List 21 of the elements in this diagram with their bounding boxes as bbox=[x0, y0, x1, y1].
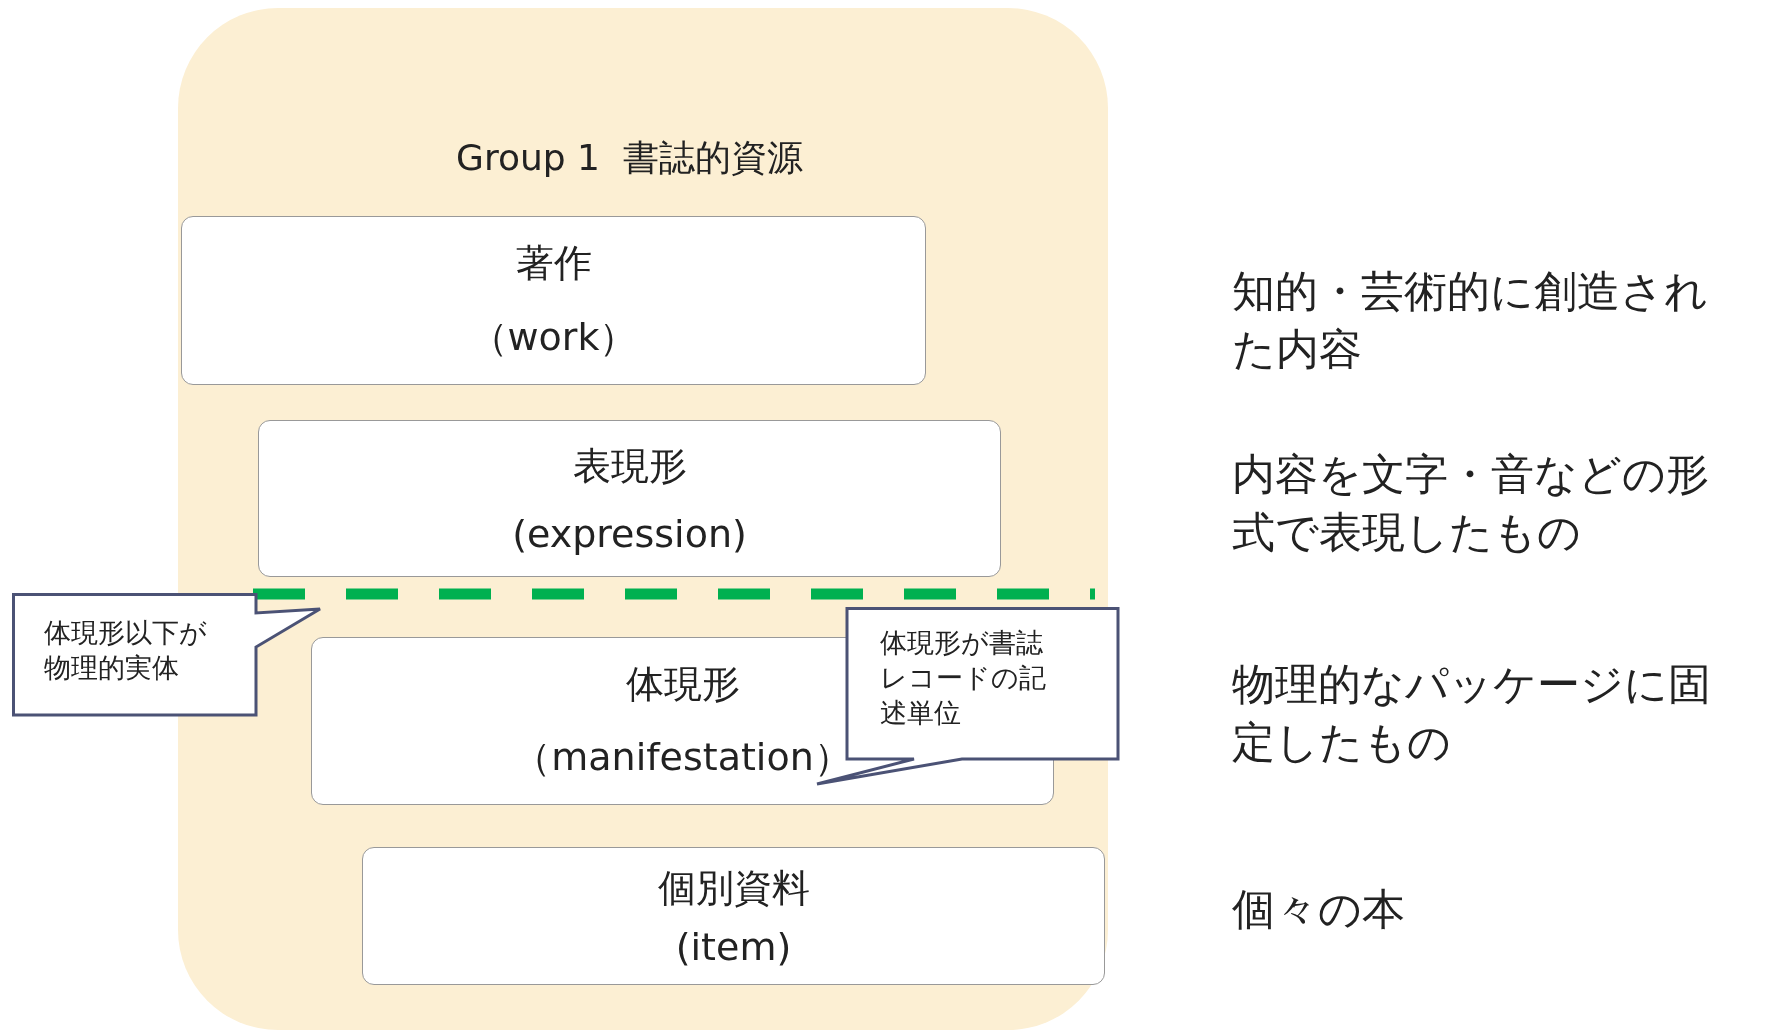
group-title: Group 1 書誌的資源 bbox=[456, 136, 803, 180]
callout-text: 体現形以下が物理的実体 bbox=[44, 616, 208, 685]
entity-name: 著作 bbox=[515, 240, 592, 288]
group-panel bbox=[178, 8, 1108, 1030]
callout-text: 体現形が書誌レコードの記述単位 bbox=[880, 626, 1047, 730]
entity-label: （manifestation） bbox=[513, 734, 852, 781]
entity-box bbox=[362, 847, 1105, 985]
description-text: 知的・芸術的に創造された内容 bbox=[1232, 265, 1709, 376]
entity-name: 表現形 bbox=[572, 443, 687, 490]
entity-label: (expression) bbox=[512, 512, 747, 556]
entity-box bbox=[258, 420, 1001, 577]
description-text: 物理的なパッケージに固定したもの bbox=[1232, 658, 1712, 769]
entity-name: 個別資料 bbox=[657, 865, 810, 913]
entity-label: （work） bbox=[469, 313, 638, 361]
description-text: 内容を文字・音などの形式で表現したもの bbox=[1232, 448, 1710, 559]
entity-name: 体現形 bbox=[625, 661, 740, 708]
entity-label: (item) bbox=[675, 924, 792, 969]
callout-bubble bbox=[12, 593, 324, 717]
entity-box bbox=[181, 216, 926, 385]
callout-bubble bbox=[814, 607, 1120, 787]
description-text: 個々の本 bbox=[1232, 883, 1406, 936]
